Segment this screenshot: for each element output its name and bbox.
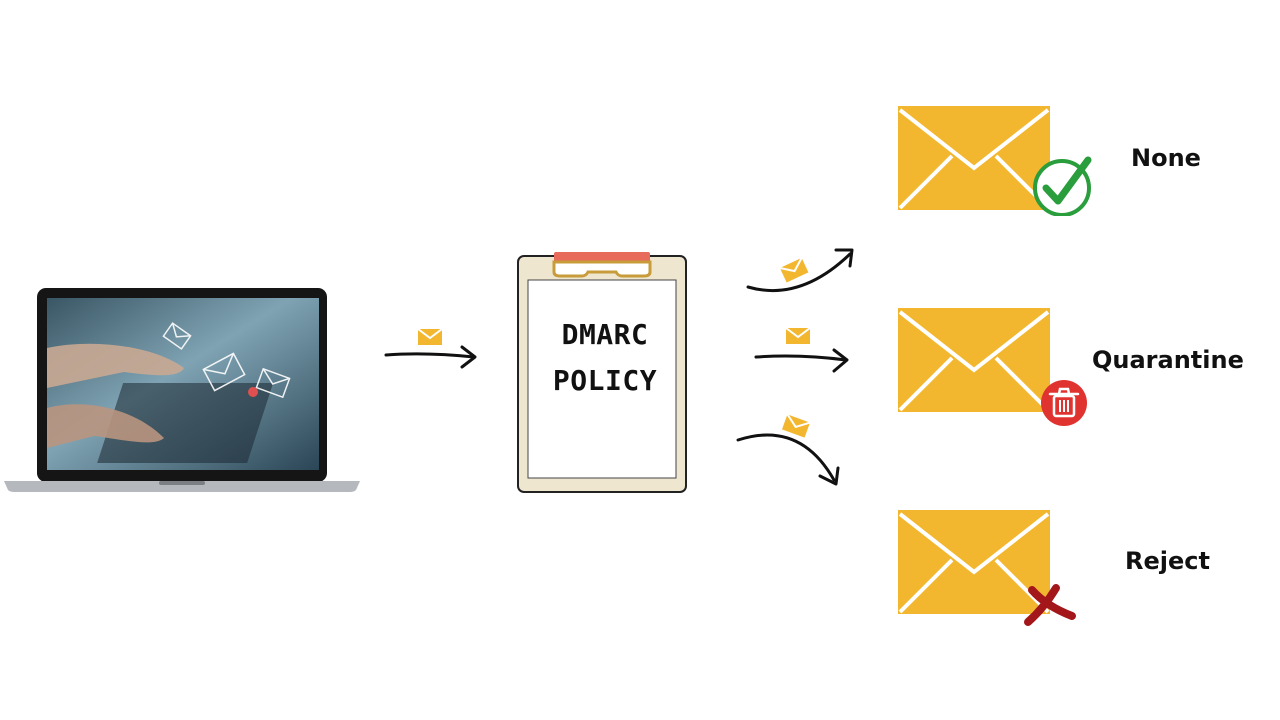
laptop xyxy=(4,288,360,494)
envelope-none xyxy=(896,104,1096,216)
envelope-icon xyxy=(898,510,1050,614)
outcome-label-none: None xyxy=(1131,144,1201,172)
outcome-label-quarantine: Quarantine xyxy=(1092,346,1244,374)
small-envelope-icon xyxy=(417,328,443,345)
arrow-to-none xyxy=(740,240,860,300)
outcome-label-reject: Reject xyxy=(1125,547,1210,575)
envelope-reject xyxy=(896,508,1086,632)
x-icon xyxy=(1024,584,1076,626)
clipboard xyxy=(516,250,688,494)
small-envelope-icon xyxy=(779,257,809,283)
arrow-to-policy xyxy=(380,325,480,375)
arrow-to-quarantine xyxy=(750,322,860,378)
small-envelope-icon xyxy=(785,327,811,344)
trash-icon xyxy=(1041,380,1087,426)
envelope-icon xyxy=(898,106,1050,210)
policy-title-line1: DMARC xyxy=(561,318,649,351)
envelope-quarantine xyxy=(896,306,1096,430)
arrow-to-reject xyxy=(730,410,850,490)
envelope-icon xyxy=(898,308,1050,412)
small-envelope-icon xyxy=(781,413,811,438)
check-icon xyxy=(1033,156,1092,216)
policy-title-line2: POLICY xyxy=(552,364,658,397)
